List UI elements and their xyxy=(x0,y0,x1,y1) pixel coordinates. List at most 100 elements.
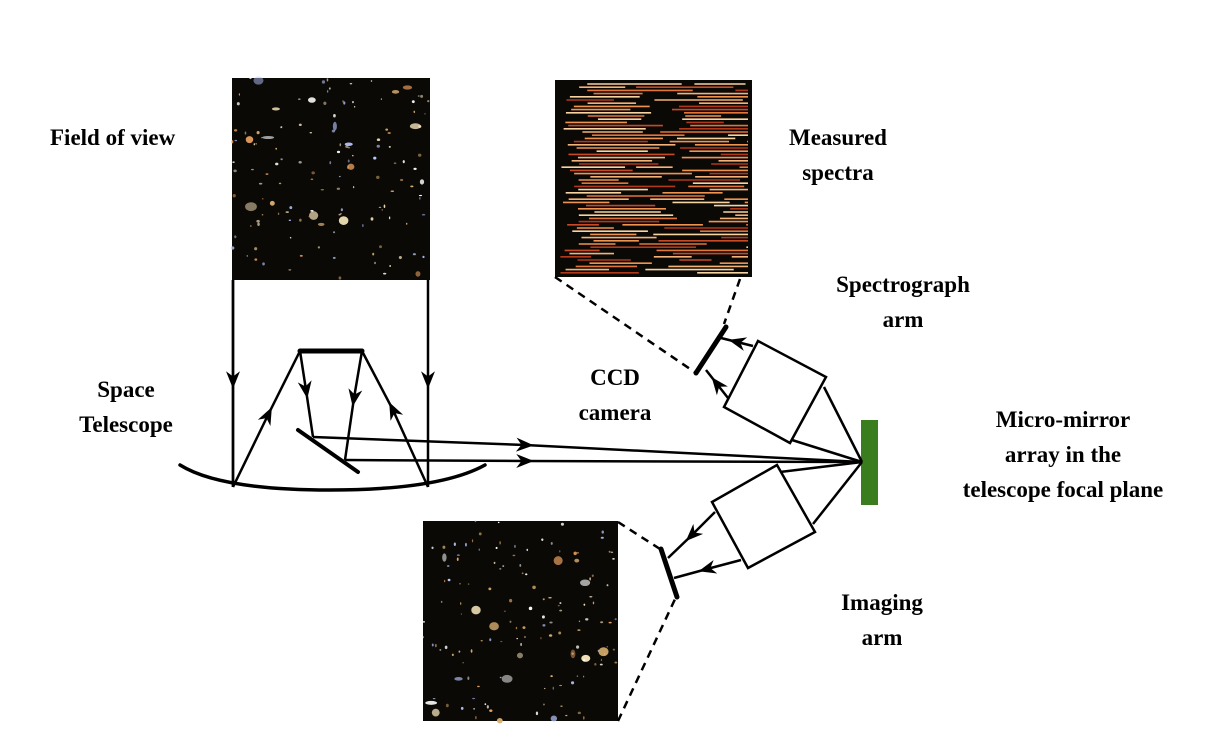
galaxy-dot xyxy=(389,265,392,267)
galaxy-dot xyxy=(431,643,434,647)
label-imaging-arm: Imaging arm xyxy=(820,585,944,655)
label-text: Measured xyxy=(789,125,887,150)
galaxy-dot xyxy=(600,658,603,662)
galaxy-dot xyxy=(522,626,526,629)
galaxy-dot xyxy=(421,213,426,216)
galaxy-dot xyxy=(275,162,279,166)
galaxy-dot xyxy=(484,703,487,706)
galaxy-dot xyxy=(598,647,609,657)
galaxy-dot xyxy=(352,185,355,189)
galaxy-dot xyxy=(244,131,247,135)
galaxy-dot xyxy=(422,255,425,259)
label-text: array in the xyxy=(1004,442,1122,467)
galaxy-dot xyxy=(232,194,236,198)
label-measured-spectra: Measured spectra xyxy=(770,120,906,190)
galaxy-dot xyxy=(373,156,377,160)
galaxy-dot xyxy=(462,662,465,664)
galaxy-dot xyxy=(354,105,356,108)
galaxy-dot xyxy=(415,271,421,277)
galaxy-dot xyxy=(256,219,260,223)
galaxy-dot xyxy=(548,634,553,637)
imaging-arm xyxy=(616,460,863,722)
galaxy-dot xyxy=(288,269,292,271)
galaxy-dot xyxy=(413,167,417,171)
galaxy-dot xyxy=(277,212,280,216)
galaxy-dot xyxy=(558,631,562,635)
galaxy-dot xyxy=(614,661,618,664)
galaxy-dot xyxy=(309,132,313,134)
label-text: Imaging xyxy=(841,590,923,615)
galaxy-dot xyxy=(431,708,440,717)
galaxy-dot xyxy=(427,100,430,103)
galaxy-dot xyxy=(577,711,581,715)
galaxy-dot xyxy=(514,544,516,548)
galaxy-dot xyxy=(298,123,302,127)
label-text: Field of view xyxy=(50,125,176,150)
galaxy-dot xyxy=(343,101,346,105)
galaxy-dot xyxy=(254,258,258,261)
galaxy-dot xyxy=(413,110,416,114)
galaxy-dot xyxy=(289,236,292,239)
galaxy-dot xyxy=(338,213,341,216)
galaxy-dot xyxy=(309,211,319,220)
galaxy-dot xyxy=(570,649,576,659)
galaxy-dot xyxy=(458,650,461,653)
galaxy-dot xyxy=(532,585,536,590)
galaxy-dot xyxy=(333,231,336,234)
galaxy-dot xyxy=(370,217,374,221)
galaxy-dot xyxy=(231,140,234,144)
galaxy-dot xyxy=(434,643,437,648)
galaxy-dot xyxy=(578,620,581,623)
galaxy-dot xyxy=(383,204,386,209)
galaxy-dot xyxy=(515,626,518,630)
galaxy-dot xyxy=(500,640,503,643)
galaxy-dot xyxy=(232,161,235,164)
galaxy-dot xyxy=(417,153,422,157)
galaxy-dot xyxy=(526,548,529,552)
galaxy-dot xyxy=(249,76,252,80)
spectrograph-arm xyxy=(554,275,864,464)
galaxy-dot xyxy=(376,144,381,148)
galaxy-dot xyxy=(418,125,422,128)
galaxy-dot xyxy=(610,551,614,554)
galaxy-dot xyxy=(265,173,269,176)
galaxy-dot xyxy=(543,703,545,706)
label-text: Space xyxy=(97,377,155,402)
galaxy-dot xyxy=(580,579,591,587)
measured-spectra-image xyxy=(555,80,752,277)
galaxy-dot xyxy=(332,256,336,259)
galaxy-dot xyxy=(245,202,257,212)
galaxy-dot xyxy=(256,130,260,135)
label-text: Micro-mirror xyxy=(995,407,1131,432)
galaxy-dot xyxy=(250,225,252,227)
galaxy-dot xyxy=(308,215,312,218)
galaxy-dot xyxy=(323,101,327,105)
galaxy-dot xyxy=(431,546,434,550)
label-text: Spectrograph xyxy=(836,272,970,297)
galaxy-dot xyxy=(475,715,477,720)
galaxy-dot xyxy=(233,169,237,173)
galaxy-dot xyxy=(352,100,354,104)
galaxy-dot xyxy=(597,649,600,652)
label-ccd-camera: CCD camera xyxy=(560,360,670,430)
galaxy-dot xyxy=(262,198,264,200)
galaxy-dot xyxy=(250,168,254,171)
galaxy-dot xyxy=(582,659,586,662)
galaxy-dot xyxy=(524,635,526,639)
galaxy-dot xyxy=(338,276,342,280)
label-field-of-view: Field of view xyxy=(50,120,175,155)
galaxy-dot xyxy=(489,622,499,631)
galaxy-dot xyxy=(289,206,293,210)
galaxy-dot xyxy=(614,618,617,621)
galaxy-dot xyxy=(478,532,482,536)
galaxy-dot xyxy=(550,541,553,545)
galaxy-dot xyxy=(499,541,501,545)
galaxy-dot xyxy=(419,179,425,185)
label-text: camera xyxy=(578,400,652,425)
label-text: Telescope xyxy=(79,412,173,437)
galaxy-dot xyxy=(338,175,341,178)
galaxy-dot xyxy=(254,247,258,251)
galaxy-dot xyxy=(347,159,350,163)
galaxy-dot xyxy=(234,235,237,239)
